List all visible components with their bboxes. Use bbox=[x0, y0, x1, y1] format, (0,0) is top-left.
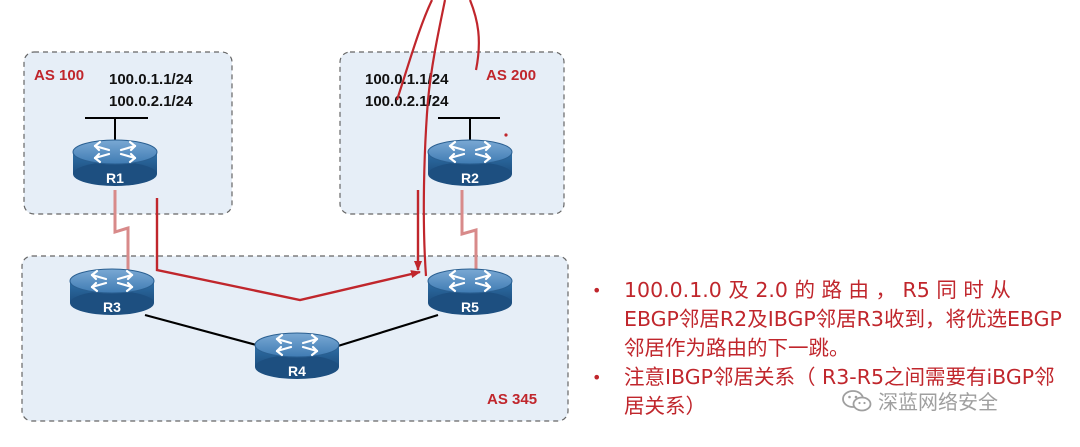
route-path-arrow-r1-r5 bbox=[155, 198, 421, 302]
freehand-annotation-stroke bbox=[395, 0, 433, 101]
as100-prefix-2: 100.0.2.1/24 bbox=[109, 93, 193, 110]
freehand-annotation-stroke bbox=[422, 0, 447, 277]
lan-segment-as100 bbox=[85, 117, 148, 140]
router-r4[interactable]: R4 bbox=[253, 331, 341, 381]
watermark-text: 深蓝网络安全 bbox=[878, 390, 998, 414]
as200-prefix-2: 100.0.2.1/24 bbox=[365, 93, 449, 110]
note-item: • 注意IBGP邻居关系（ R3-R5之间需要有iBGP邻居关系） bbox=[592, 363, 1062, 421]
router-label-r2: R2 bbox=[461, 170, 479, 186]
note-item: • 100.0.1.0 及 2.0 的 路 由 ， R5 同 时 从 EBGP邻… bbox=[592, 276, 1062, 363]
link-r4-r5 bbox=[324, 313, 439, 352]
router-label-r5: R5 bbox=[461, 299, 479, 315]
as200-prefix-1: 100.0.1.1/24 bbox=[365, 71, 449, 88]
note-text-1: 100.0.1.0 及 2.0 的 路 由 ， R5 同 时 从 EBGP邻居R… bbox=[624, 278, 1062, 360]
link-r3-r4 bbox=[144, 313, 276, 352]
notes-list: • 100.0.1.0 及 2.0 的 路 由 ， R5 同 时 从 EBGP邻… bbox=[592, 276, 1062, 421]
as200-label: AS 200 bbox=[486, 67, 536, 84]
lan-segment-as200 bbox=[438, 117, 500, 140]
freehand-annotation-stroke bbox=[468, 0, 480, 71]
router-label-r3: R3 bbox=[103, 299, 121, 315]
serial-link-r1-r3 bbox=[113, 190, 130, 275]
router-r2[interactable]: R2 bbox=[426, 138, 514, 188]
freehand-annotation-dot bbox=[504, 133, 508, 137]
as100-prefix-1: 100.0.1.1/24 bbox=[109, 71, 193, 88]
router-label-r4: R4 bbox=[288, 363, 306, 379]
router-r3[interactable]: R3 bbox=[68, 267, 156, 317]
as100-label: AS 100 bbox=[34, 67, 84, 84]
router-label-r1: R1 bbox=[106, 170, 124, 186]
wechat-icon bbox=[842, 389, 872, 411]
note-text-2: 注意IBGP邻居关系（ R3-R5之间需要有iBGP邻居关系） bbox=[624, 365, 1055, 418]
router-r5[interactable]: R5 bbox=[426, 267, 514, 317]
router-r1[interactable]: R1 bbox=[71, 138, 159, 188]
serial-link-r2-r5 bbox=[460, 190, 478, 280]
watermark: 深蓝网络安全 bbox=[842, 386, 998, 415]
bullet: • bbox=[592, 368, 602, 387]
as345-label: AS 345 bbox=[487, 391, 537, 408]
bullet: • bbox=[592, 281, 602, 300]
